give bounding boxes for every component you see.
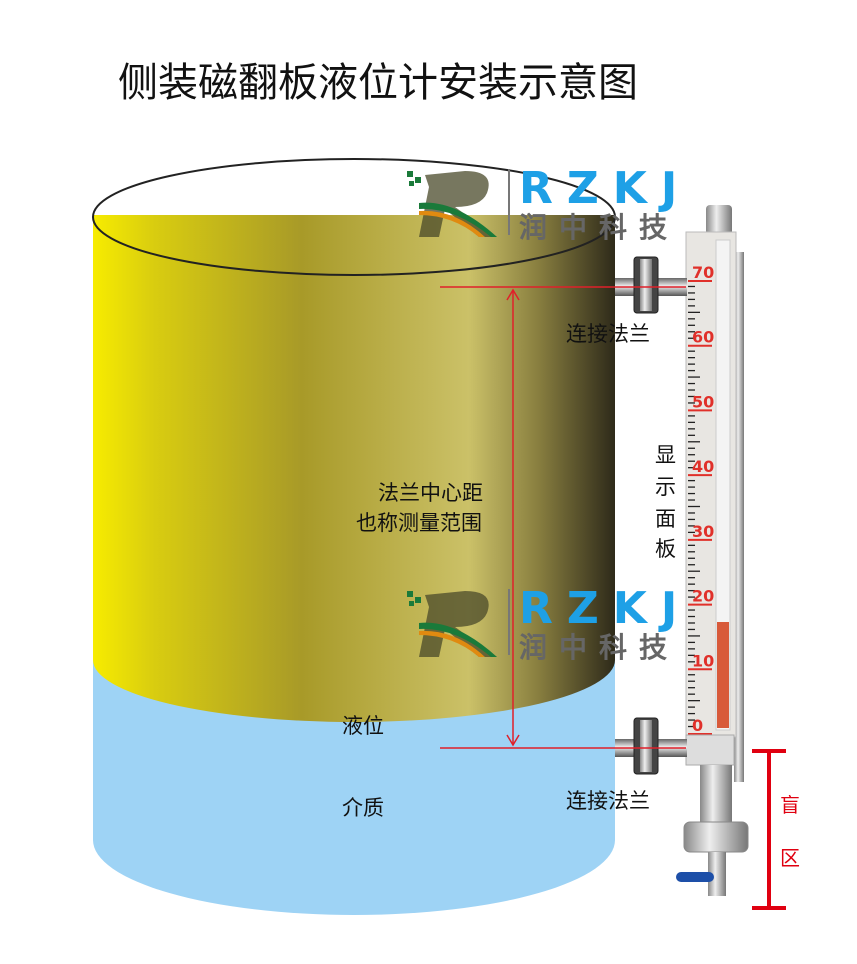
flange-top — [615, 256, 687, 314]
logo-letters: RZKJ — [519, 583, 691, 634]
liquid-level-label: 液位 — [342, 714, 384, 738]
gauge-scale-label: 60 — [692, 328, 714, 347]
logo-middle: RZKJ 润中科技 — [407, 583, 691, 664]
display-panel-label-3: 面 — [655, 507, 676, 531]
measuring-range-label: 也称测量范围 — [356, 511, 482, 535]
flange-bottom — [615, 717, 687, 775]
level-gauge: 70 60 50 40 30 20 10 0 — [676, 205, 749, 896]
page-title: 侧装磁翻板液位计安装示意图 — [118, 60, 638, 106]
logo-r-mark-icon — [407, 171, 497, 237]
center-distance-label: 法兰中心距 — [378, 481, 483, 505]
flange-top-label: 连接法兰 — [566, 322, 650, 346]
display-panel-label-1: 显 — [655, 443, 676, 467]
blind-zone-label-2: 区 — [780, 846, 800, 870]
blind-zone-label-1: 盲 — [780, 793, 800, 817]
gauge-scale-label: 40 — [692, 457, 714, 476]
vessel-top-rim — [92, 158, 616, 276]
logo-r-mark-icon — [407, 591, 497, 657]
blind-zone-bracket — [752, 749, 786, 910]
gauge-scale-label: 50 — [692, 392, 714, 411]
gauge-level-indicator — [717, 622, 729, 728]
logo-top: RZKJ 润中科技 — [407, 163, 691, 244]
vessel-body — [93, 215, 615, 722]
bottom-flange — [683, 821, 749, 853]
gauge-scale-label: 20 — [692, 587, 714, 606]
display-panel-label-4: 板 — [655, 537, 676, 561]
flange-bottom-label: 连接法兰 — [566, 789, 650, 813]
gauge-scale-label: 70 — [692, 263, 714, 282]
logo-name: 润中科技 — [519, 631, 679, 664]
gauge-scale-label: 0 — [692, 716, 703, 735]
gauge-nameplate — [685, 734, 735, 766]
drain-valve-handle — [676, 872, 714, 882]
logo-letters: RZKJ — [519, 163, 691, 214]
display-panel-label-2: 示 — [655, 475, 676, 499]
gauge-side-tube — [734, 252, 744, 782]
gauge-scale-label: 30 — [692, 522, 714, 541]
gauge-scale-label: 10 — [692, 651, 714, 670]
measuring-range-arrow — [506, 288, 520, 747]
medium-label: 介质 — [342, 796, 384, 820]
logo-name: 润中科技 — [519, 211, 679, 244]
